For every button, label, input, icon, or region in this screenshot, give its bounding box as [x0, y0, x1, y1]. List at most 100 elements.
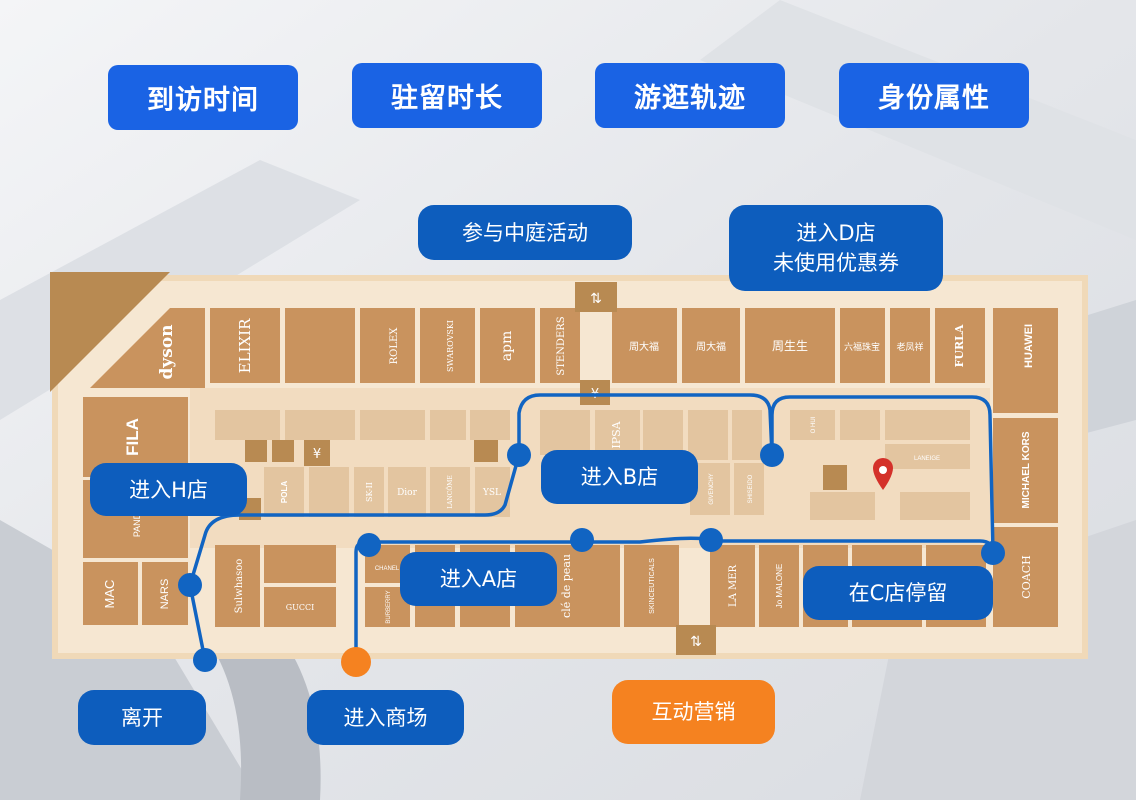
brand-dior: Dior [397, 488, 418, 498]
store-island[interactable] [810, 492, 875, 520]
store-stenders[interactable] [540, 308, 580, 383]
store-gucci-2[interactable] [264, 587, 336, 627]
brand-ohui: O HUI [811, 416, 817, 433]
brand-zhoudafu-2: 周大福 [696, 340, 726, 353]
tab-visit-time[interactable]: 到访时间 [108, 65, 298, 130]
route-node-enter-mall[interactable] [341, 647, 371, 677]
store-island[interactable] [285, 410, 355, 440]
store-laofengxiang[interactable] [890, 308, 930, 383]
callout-enter-mall[interactable]: 进入商场 [307, 690, 464, 745]
route-node[interactable] [570, 528, 594, 552]
brand-nars: NARS [159, 579, 171, 610]
store-island[interactable] [360, 410, 425, 440]
store-zhoudafu-1[interactable] [612, 308, 677, 383]
store-island[interactable] [430, 410, 466, 440]
tab-stay-duration[interactable]: 驻留时长 [352, 63, 542, 128]
store-skinceuticals[interactable] [624, 545, 679, 627]
brand-givenchy: GIVENCHY [709, 473, 715, 504]
callout-store-h[interactable]: 进入H店 [90, 463, 247, 516]
store-dior[interactable] [388, 467, 426, 517]
currency-exchange-icon [304, 440, 330, 466]
brand-zhoushengsheng: 周生生 [772, 339, 808, 353]
brand-skii: SK-II [365, 482, 374, 502]
store-island[interactable] [540, 410, 590, 455]
store-huawei[interactable] [993, 308, 1058, 413]
route-node-store-c[interactable] [981, 541, 1005, 565]
escalator-icon [575, 282, 617, 312]
store-elixir[interactable] [210, 308, 280, 383]
brand-pola: POLA [280, 481, 289, 503]
store-sulwhasoo[interactable] [215, 545, 260, 627]
tab-identity[interactable]: 身份属性 [839, 63, 1029, 128]
store-island[interactable] [840, 410, 880, 440]
brand-dyson: dyson [157, 324, 177, 379]
brand-stenders: STENDERS [556, 316, 567, 375]
route-node[interactable] [699, 528, 723, 552]
tab-route[interactable]: 游逛轨迹 [595, 63, 785, 128]
store-laneige[interactable] [885, 444, 970, 469]
callout-store-d[interactable]: 进入D店 未使用优惠券 [729, 205, 943, 291]
store-coach[interactable] [993, 527, 1058, 627]
brand-swarovski: SWAROVSKI [446, 320, 455, 372]
store-island[interactable] [470, 410, 510, 440]
route-node-store-d[interactable] [760, 443, 784, 467]
store-swarovski[interactable] [420, 308, 475, 383]
brand-lancome: LANCÔME [446, 475, 454, 509]
callout-atrium-activity[interactable]: 参与中庭活动 [418, 205, 632, 260]
store-island[interactable] [732, 410, 762, 460]
route-node-store-h[interactable] [178, 573, 202, 597]
store-island[interactable] [215, 410, 280, 440]
brand-ysl: YSL [482, 488, 501, 498]
store-michael-kors[interactable] [993, 418, 1058, 523]
restroom-icon [272, 440, 294, 462]
store-furla[interactable] [935, 308, 985, 383]
brand-lamer: LA MER [728, 564, 739, 607]
store-apm[interactable] [480, 308, 535, 383]
store-island[interactable] [309, 467, 349, 517]
callout-store-d-line1: 进入D店 [796, 221, 876, 245]
store-rolex[interactable] [360, 308, 415, 383]
callout-interactive-marketing[interactable]: 互动营销 [612, 680, 775, 744]
callout-store-c[interactable]: 在C店停留 [803, 566, 993, 620]
store-pola[interactable] [264, 467, 304, 517]
brand-laofengxiang: 老凤祥 [896, 341, 923, 353]
route-node-leave[interactable] [193, 648, 217, 672]
route-node-store-b[interactable] [507, 443, 531, 467]
store-jomalone[interactable] [759, 545, 799, 627]
store-skii[interactable] [354, 467, 384, 517]
store-shiseido[interactable] [734, 463, 764, 515]
callout-store-b[interactable]: 进入B店 [541, 450, 698, 504]
brand-huawei: HUAWEI [1023, 324, 1035, 368]
escalator-icon [676, 625, 716, 655]
store-dyson[interactable] [90, 308, 205, 388]
brand-zhoudafu-1: 周大福 [629, 340, 659, 353]
brand-fila: FILA [123, 418, 142, 456]
route-node-store-a[interactable] [357, 533, 381, 557]
store-lamer[interactable] [710, 545, 755, 627]
brand-burberry: BURBERRY [386, 590, 392, 623]
brand-jomalone: Jo MALONE [775, 564, 784, 608]
store-island[interactable] [900, 492, 970, 520]
brand-furla: FURLA [953, 324, 966, 367]
escalator-icon [245, 440, 267, 462]
callout-store-a[interactable]: 进入A店 [400, 552, 557, 606]
store-lancome[interactable] [430, 467, 470, 517]
store-mac[interactable] [83, 562, 138, 625]
brand-mac: MAC [102, 580, 117, 609]
escalator-icon [823, 465, 847, 490]
store-gucci-1[interactable] [264, 545, 336, 583]
store-ohui[interactable] [790, 410, 835, 440]
store-zhoudafu-2[interactable] [682, 308, 740, 383]
store-mdo[interactable] [285, 308, 355, 383]
store-island[interactable] [885, 410, 970, 440]
store-nars[interactable] [142, 562, 188, 625]
store-liufu[interactable] [840, 308, 885, 383]
svg-text:⇅: ⇅ [690, 634, 702, 650]
store-island[interactable] [688, 410, 728, 460]
callout-store-d-line2: 未使用优惠券 [773, 251, 899, 275]
callout-leave[interactable]: 离开 [78, 690, 206, 745]
svg-text:¥: ¥ [313, 447, 321, 462]
map-corner-marker [50, 272, 170, 392]
store-zhoushengsheng[interactable] [745, 308, 835, 383]
